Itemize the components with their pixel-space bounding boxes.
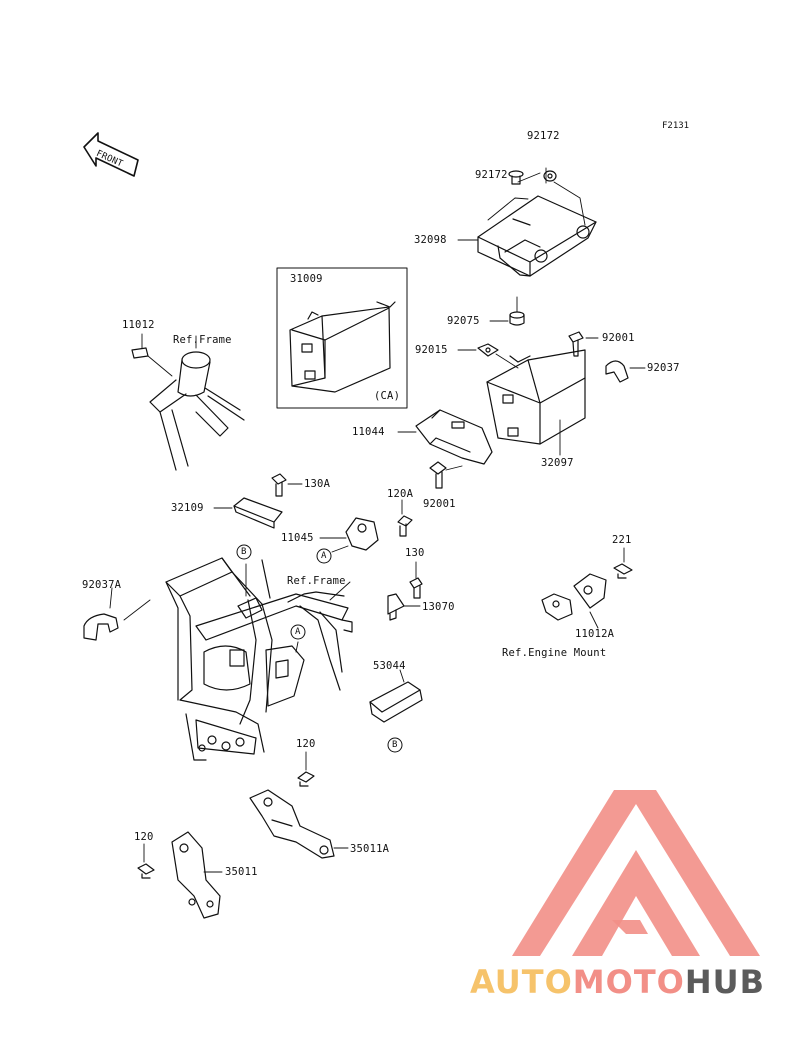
plate-35011a-drawing (249, 789, 349, 859)
bolt-120-low-drawing (137, 843, 155, 879)
bolt-92001-top-drawing (568, 331, 599, 357)
bracket-11044-drawing (397, 409, 493, 465)
label-11044: 11044 (352, 426, 385, 438)
label-130: 130 (405, 547, 425, 559)
callout-a-upper: A (321, 551, 327, 561)
engine-mount-11012a-drawing (541, 573, 607, 629)
label-92001-mid: 92001 (423, 498, 456, 510)
bracket-35011-drawing (171, 831, 223, 919)
callout-a-lower: A (295, 627, 301, 637)
label-ref-frame-top: Ref.Frame (173, 334, 232, 346)
watermark-moto: MOTO (572, 963, 685, 1001)
label-ref-engine-mount: Ref.Engine Mount (502, 647, 607, 659)
bolt-92001-mid-drawing (429, 461, 463, 489)
label-35011a: 35011A (350, 843, 390, 855)
clamp-92037-drawing (605, 360, 646, 383)
label-92172-top: 92172 (527, 130, 560, 142)
bolt-130-drawing (409, 561, 423, 599)
label-120a: 120A (387, 488, 414, 500)
bolt-130a-drawing (271, 473, 303, 497)
callout-b-upper: B (241, 547, 247, 557)
bolt-120a-drawing (397, 499, 413, 537)
label-31009: 31009 (290, 273, 323, 285)
battery-cover-32098-drawing (477, 195, 597, 277)
label-92172-left: 92172 (475, 169, 508, 181)
label-32109: 32109 (171, 502, 204, 514)
clamp-92037a-drawing (83, 587, 151, 641)
label-11012a: 11012A (575, 628, 615, 640)
bracket-13070-drawing (387, 593, 421, 621)
label-120-low: 120 (134, 831, 154, 843)
label-130a: 130A (304, 478, 331, 490)
nut-92015-drawing (457, 343, 519, 369)
automotohub-watermark: AUTOMOTOHUB (470, 963, 765, 1001)
label-11045: 11045 (281, 532, 314, 544)
frame-steering-head-drawing (149, 335, 245, 471)
label-120-mid: 120 (296, 738, 316, 750)
label-35011: 35011 (225, 866, 258, 878)
automotohub-logo-icon (512, 790, 760, 956)
diagram-code: F2131 (662, 121, 690, 131)
bushing-11012-drawing (131, 333, 173, 377)
battery-case-32097-drawing (486, 349, 586, 456)
main-frame-drawing (165, 557, 353, 761)
label-ref-frame-mid: Ref.Frame (287, 575, 346, 587)
front-arrow-icon (83, 132, 139, 177)
label-11012: 11012 (122, 319, 155, 331)
bolt-120-mid-drawing (297, 751, 315, 787)
label-ca: (CA) (374, 390, 401, 402)
callout-b-lower: B (392, 740, 398, 750)
label-92075: 92075 (447, 315, 480, 327)
label-32098: 32098 (414, 234, 447, 246)
grommet-92075-drawing (489, 296, 525, 326)
bolt-221-drawing (613, 547, 633, 579)
label-92001-top: 92001 (602, 332, 635, 344)
tube-53044-drawing (369, 669, 423, 723)
label-221: 221 (612, 534, 632, 546)
bracket-11045-drawing (319, 517, 379, 553)
label-92037: 92037 (647, 362, 680, 374)
label-13070: 13070 (422, 601, 455, 613)
label-32097: 32097 (541, 457, 574, 469)
battery-case-31009-drawing (289, 301, 396, 393)
watermark-auto: AUTO (470, 963, 573, 1001)
screw-92172-drawing (508, 170, 557, 185)
label-53044: 53044 (373, 660, 406, 672)
label-92037a: 92037A (82, 579, 122, 591)
ca-reference-box (276, 267, 408, 409)
label-92015: 92015 (415, 344, 448, 356)
part-32109-drawing (213, 497, 283, 529)
watermark-hub: HUB (684, 963, 766, 1001)
